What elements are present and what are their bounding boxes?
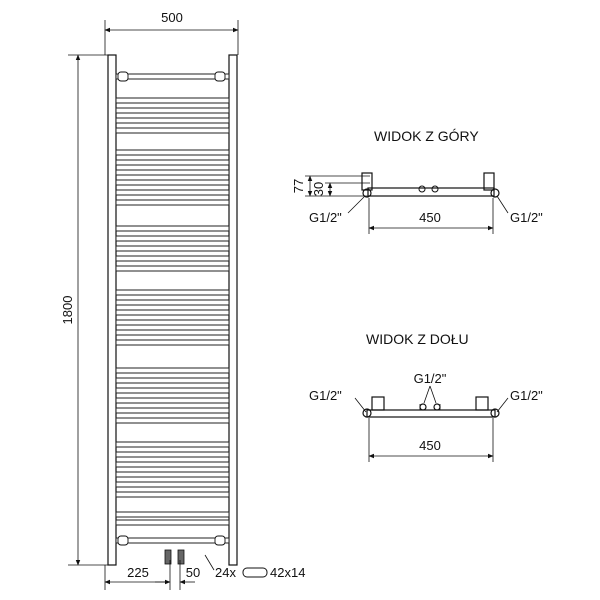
heating-rail — [115, 441, 230, 448]
bottom-left-bracket — [371, 396, 385, 411]
top-valve-left — [418, 185, 426, 193]
height-label: 1800 — [60, 296, 75, 325]
heating-rail — [115, 225, 230, 232]
heating-rail — [115, 127, 230, 134]
heating-rail — [115, 97, 230, 104]
wall-bracket — [214, 71, 226, 82]
heating-rail — [115, 265, 230, 272]
wall-bracket — [117, 71, 129, 82]
depth-outer-label: 77 — [291, 179, 306, 193]
heating-rail — [115, 329, 230, 336]
bottom-view: WIDOK Z DOŁU G1/2" G1/2" G1/2" 450 — [309, 331, 543, 462]
top-left-bracket — [361, 172, 373, 191]
heating-rail — [115, 149, 230, 156]
heating-rail — [115, 235, 230, 242]
heating-rail — [115, 451, 230, 458]
heating-rail — [115, 397, 230, 404]
heating-rail — [115, 73, 230, 80]
heating-rail — [115, 299, 230, 306]
top-view-title: WIDOK Z GÓRY — [374, 128, 479, 144]
bottom-spacing-label: 450 — [419, 438, 441, 453]
top-valve-right — [431, 185, 439, 193]
depth-inner-label: 30 — [311, 182, 326, 196]
heating-rail — [115, 537, 230, 544]
rail-count-label: 24x — [215, 565, 236, 580]
top-view: WIDOK Z GÓRY 77 30 G1/2" G1/2" 450 — [291, 128, 543, 234]
top-rail — [367, 187, 495, 197]
bottom-connection-center-label: G1/2" — [414, 371, 447, 386]
bottom-connection-right-label: G1/2" — [510, 388, 543, 403]
heating-rail — [115, 107, 230, 114]
heating-rail — [115, 309, 230, 316]
heating-rail — [115, 189, 230, 196]
rails-group — [115, 71, 230, 546]
heating-rail — [115, 491, 230, 498]
bottom-right-bracket — [475, 396, 489, 411]
bottom-view-title: WIDOK Z DOŁU — [366, 331, 469, 347]
heating-rail — [115, 387, 230, 394]
heating-rail — [115, 417, 230, 424]
bottom-valve-left — [419, 403, 427, 411]
heating-rail — [115, 407, 230, 414]
heating-rail — [115, 117, 230, 124]
bottom-connection-right-icon — [490, 408, 500, 418]
top-connection-left-icon — [362, 188, 372, 198]
valve-left — [164, 549, 172, 565]
wall-bracket — [214, 535, 226, 546]
width-label: 500 — [161, 10, 183, 25]
heating-rail — [115, 377, 230, 384]
heating-rail — [115, 199, 230, 206]
bottom-connection-left-label: G1/2" — [309, 388, 342, 403]
wall-bracket — [117, 535, 129, 546]
heating-rail — [115, 481, 230, 488]
heating-rail — [115, 169, 230, 176]
right-collector — [228, 54, 238, 566]
heating-rail — [115, 367, 230, 374]
heating-rail — [115, 519, 230, 526]
heating-rail — [115, 339, 230, 346]
bottom-valve-right — [433, 403, 441, 411]
top-spacing-label: 450 — [419, 210, 441, 225]
bottom-rail — [366, 409, 496, 418]
top-connection-right-icon — [490, 188, 500, 198]
heating-rail — [115, 461, 230, 468]
bottom-connection-left-icon — [362, 408, 372, 418]
heating-rail — [115, 471, 230, 478]
front-view: 500 1800 225 50 24x 42x14 — [60, 10, 305, 590]
left-collector — [107, 54, 117, 566]
heating-rail — [115, 289, 230, 296]
top-connection-left-label: G1/2" — [309, 210, 342, 225]
top-connection-right-label: G1/2" — [510, 210, 543, 225]
rail-profile-icon — [242, 567, 268, 578]
valve-right — [177, 549, 185, 565]
heating-rail — [115, 245, 230, 252]
heating-rail — [115, 255, 230, 262]
top-right-bracket — [483, 172, 495, 191]
spacing-label: 50 — [186, 565, 200, 580]
heating-rail — [115, 319, 230, 326]
rail-spec-leader — [204, 554, 215, 571]
rail-size-label: 42x14 — [270, 565, 305, 580]
heating-rail — [115, 179, 230, 186]
heating-rail — [115, 511, 230, 518]
heating-rail — [115, 159, 230, 166]
offset-label: 225 — [127, 565, 149, 580]
